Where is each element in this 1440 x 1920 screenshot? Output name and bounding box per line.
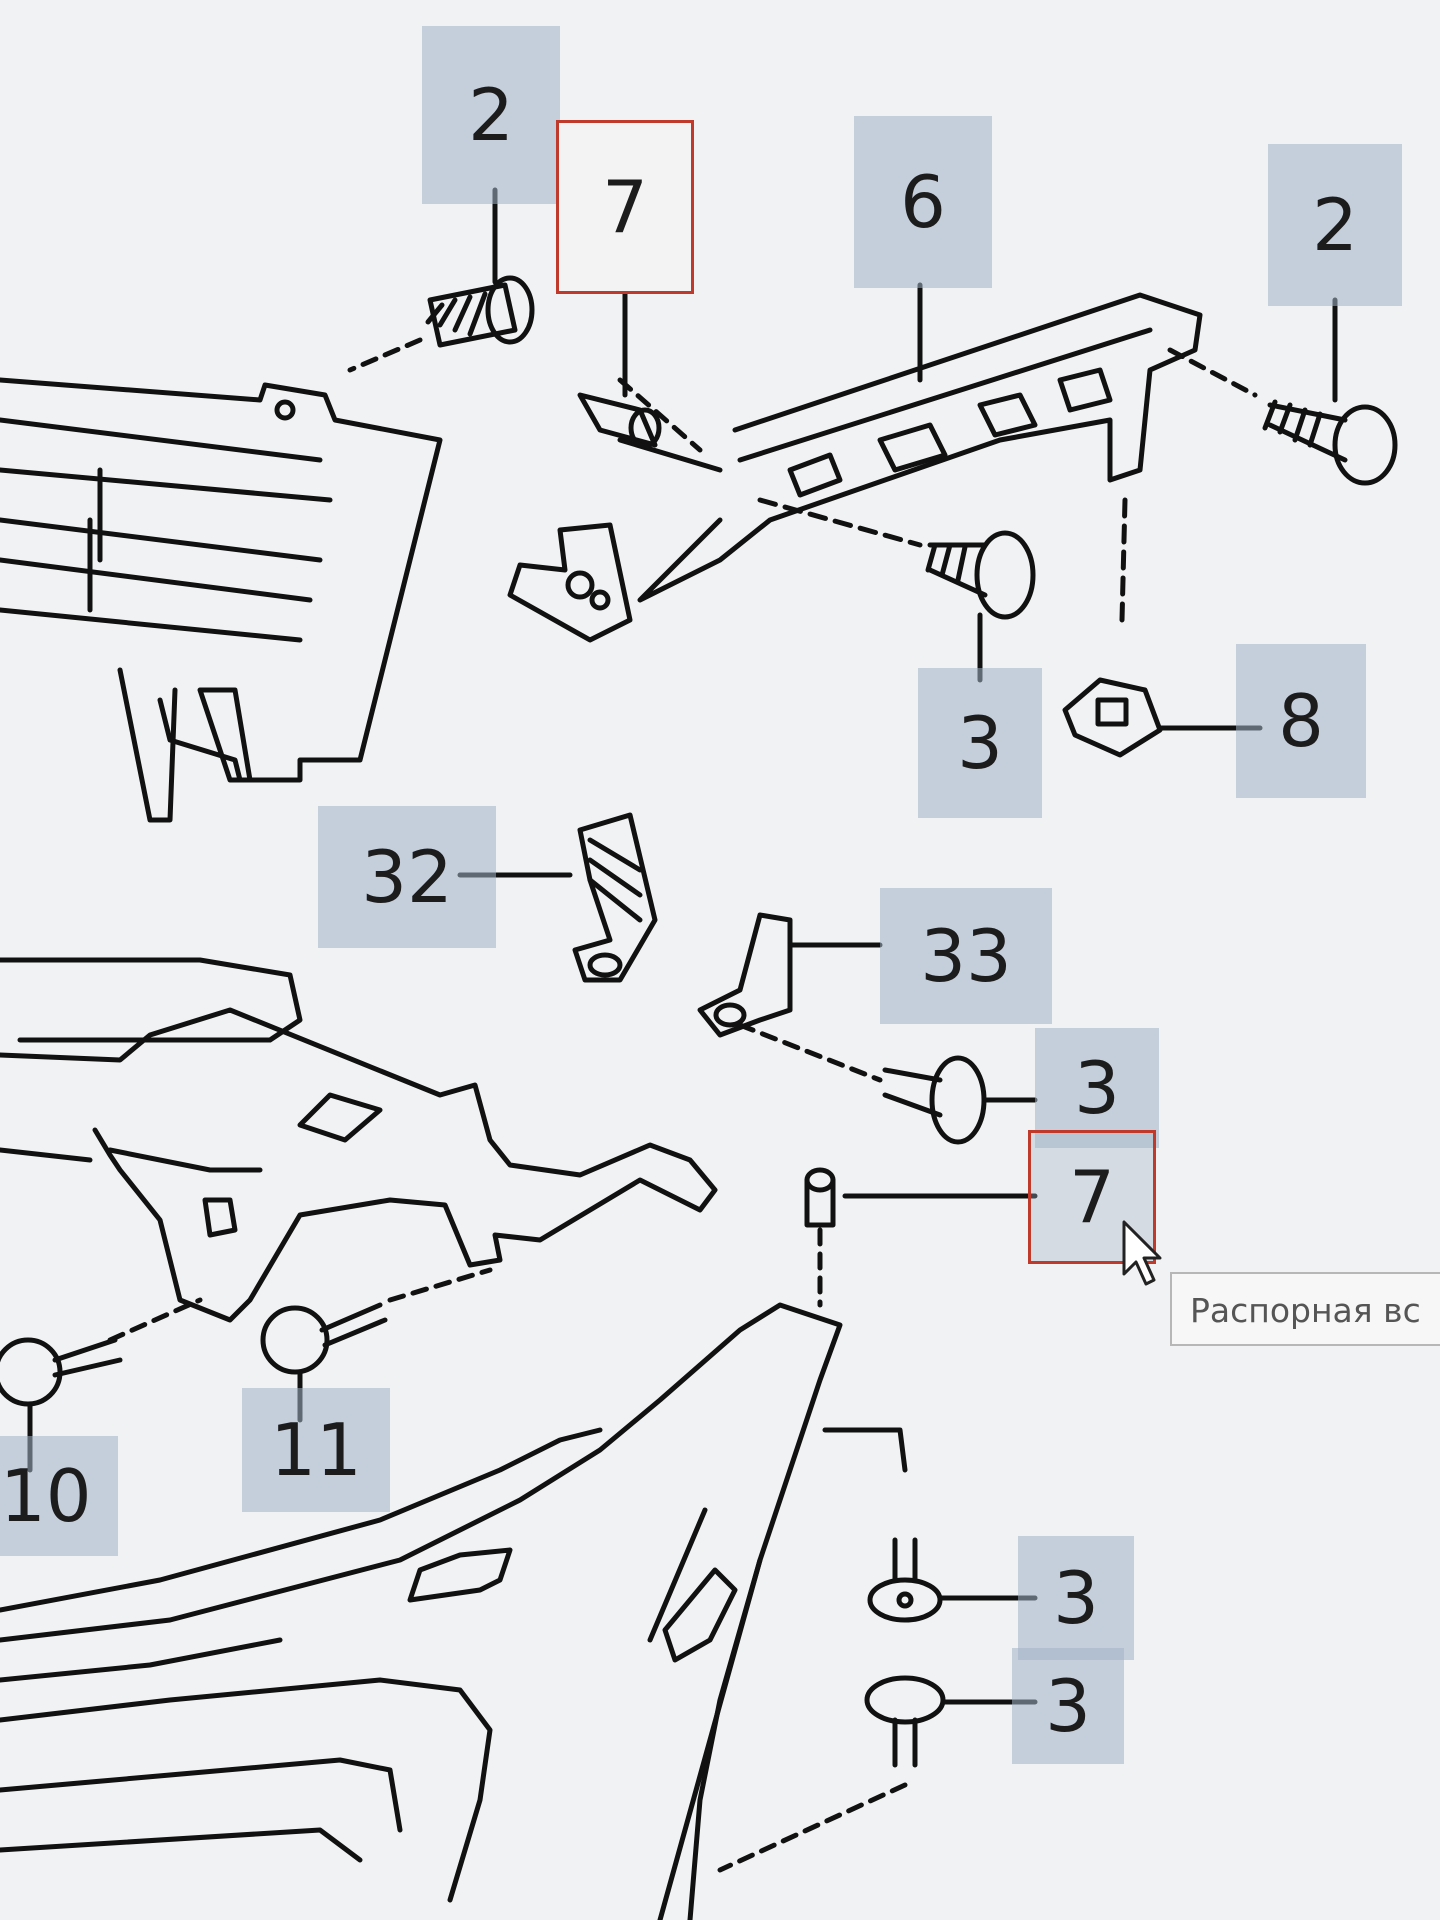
callout-part-11[interactable]: 11 (242, 1388, 390, 1512)
screw-2-top (347, 275, 535, 373)
grille-upper (0, 377, 443, 823)
callout-part-8[interactable]: 8 (1236, 644, 1366, 798)
callout-part-3-d[interactable]: 3 (1012, 1648, 1124, 1764)
callout-part-2-right[interactable]: 2 (1268, 144, 1402, 306)
clip-33 (697, 912, 883, 1083)
screw-3-d (717, 1675, 1038, 1873)
callout-part-32[interactable]: 32 (318, 806, 496, 948)
callout-part-6[interactable]: 6 (854, 116, 992, 288)
screw-2-right (1167, 347, 1398, 486)
screw-3-b (882, 1055, 1038, 1145)
front-bumper (0, 1302, 908, 1920)
lower-bracket (0, 957, 718, 1323)
callout-part-10[interactable]: 10 (0, 1436, 118, 1556)
spacer-7-lower (804, 1167, 1038, 1308)
arrow-pointer-icon (1122, 1220, 1162, 1286)
clip-nut-8 (1062, 677, 1263, 758)
callout-part-3-c[interactable]: 3 (1018, 1536, 1134, 1660)
callout-part-2-top[interactable]: 2 (422, 26, 560, 204)
callout-part-3-b[interactable]: 3 (1035, 1028, 1159, 1148)
bracket-6 (507, 292, 1203, 643)
screw-3-mid (925, 530, 1036, 683)
part-tooltip: Распорная вс (1170, 1272, 1440, 1346)
spacer-7-top (577, 392, 662, 449)
screw-3-c (867, 1537, 1038, 1623)
callout-part-33[interactable]: 33 (880, 888, 1052, 1024)
callout-part-7-top[interactable]: 7 (556, 120, 694, 294)
callout-part-3-mid[interactable]: 3 (918, 668, 1042, 818)
